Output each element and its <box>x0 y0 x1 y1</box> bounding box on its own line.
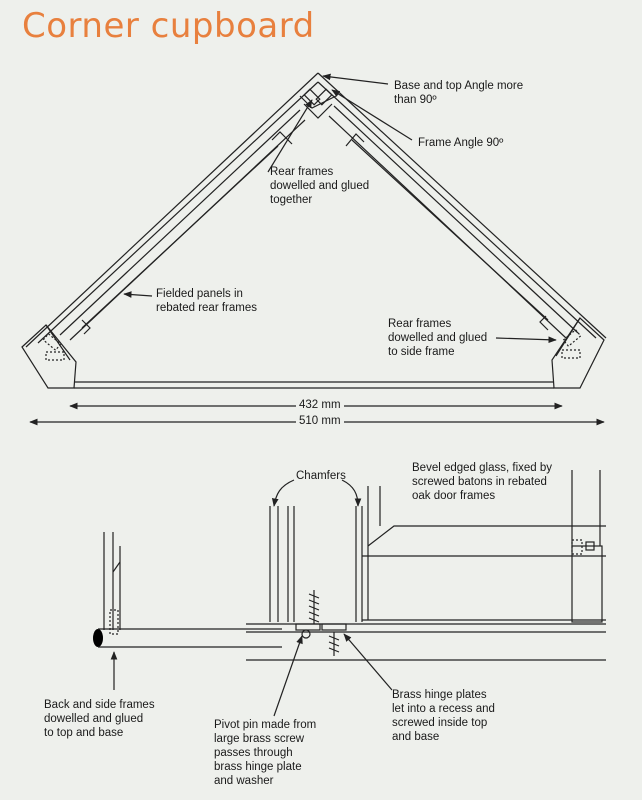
label-brass-hinge-plates: Brass hinge plates let into a recess and… <box>392 689 495 743</box>
label-pivot-pin: Pivot pin made from large brass screw pa… <box>214 719 317 787</box>
label-base-top-angle: Base and top Angle more than 90º <box>394 80 524 106</box>
label-chamfers: Chamfers <box>296 470 346 482</box>
label-rear-frames-side: Rear frames dowelled and glued to side f… <box>388 318 488 358</box>
page-title: Corner cupboard <box>22 6 315 46</box>
label-fielded-panels: Fielded panels in rebated rear frames <box>156 288 257 314</box>
label-rear-frames-dowelled: Rear frames dowelled and glued together <box>270 166 370 206</box>
detail-door-pivot <box>246 486 606 661</box>
label-back-side-frames: Back and side frames dowelled and glued … <box>44 699 155 739</box>
dimension-inner-width: 432 mm <box>296 399 344 411</box>
label-frame-angle: Frame Angle 90º <box>418 137 504 149</box>
detail-base-joint <box>93 532 282 648</box>
dimension-outer-width: 510 mm <box>296 415 344 427</box>
detail-door-section <box>571 470 603 623</box>
plan-view <box>21 72 607 389</box>
label-bevel-glass: Bevel edged glass, fixed by screwed bato… <box>412 462 553 502</box>
